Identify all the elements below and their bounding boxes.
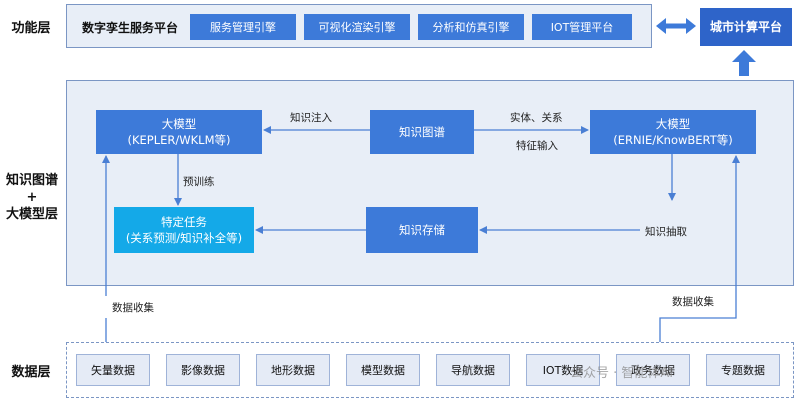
arrow-data-to-right-model [659, 155, 740, 342]
right-large-model: 大模型 (ERNIE/KnowBERT等) [590, 110, 756, 154]
label-entity-relation: 实体、关系 [510, 112, 563, 124]
left-model-title: 大模型 [161, 117, 197, 131]
engine-analysis-simulation: 分析和仿真引擎 [418, 14, 524, 40]
data-source-vector: 矢量数据 [76, 354, 150, 386]
layer-label-knowledge-plus: + [26, 190, 38, 205]
up-arrow-head [732, 50, 756, 62]
platform-title: 数字孪生服务平台 [82, 21, 179, 35]
layer-label-knowledge-line2: 大模型层 [5, 207, 58, 222]
city-computing-platform: 城市计算平台 [700, 8, 792, 46]
label-knowledge-injection: 知识注入 [290, 112, 332, 124]
task-subtitle: (关系预测/知识补全等) [125, 231, 243, 245]
knowledge-graph-node: 知识图谱 [370, 110, 474, 154]
data-source-iot: IOT数据 [526, 354, 600, 386]
data-source-terrain: 地形数据 [256, 354, 330, 386]
data-source-thematic: 专题数据 [706, 354, 780, 386]
layer-label-knowledge: 知识图谱 + 大模型层 [0, 172, 64, 223]
watermark: 公众号 · 智能体AI [570, 366, 674, 381]
up-arrow-shaft [739, 62, 749, 76]
label-knowledge-extraction: 知识抽取 [645, 226, 687, 238]
label-data-collection-right: 数据收集 [672, 296, 714, 308]
data-source-imagery: 影像数据 [166, 354, 240, 386]
knowledge-storage-node: 知识存储 [366, 207, 478, 253]
right-model-subtitle: (ERNIE/KnowBERT等) [613, 133, 733, 147]
task-title: 特定任务 [161, 215, 207, 229]
right-model-title: 大模型 [655, 117, 691, 131]
layer-label-function: 功能层 [11, 21, 51, 36]
left-model-subtitle: (KEPLER/WKLM等) [127, 133, 231, 147]
specific-task-node: 特定任务 (关系预测/知识补全等) [114, 207, 254, 253]
label-pretrain: 预训练 [183, 176, 215, 188]
label-feature-input: 特征输入 [516, 140, 558, 152]
layer-label-data: 数据层 [11, 365, 51, 380]
engine-visual-rendering: 可视化渲染引擎 [304, 14, 410, 40]
engine-service-management: 服务管理引擎 [190, 14, 296, 40]
data-source-navigation: 导航数据 [436, 354, 510, 386]
data-source-model: 模型数据 [346, 354, 420, 386]
layer-label-knowledge-line1: 知识图谱 [5, 173, 58, 188]
label-data-collection-left: 数据收集 [112, 302, 154, 314]
double-arrow-left-head [656, 18, 666, 34]
double-arrow-right-head [686, 18, 696, 34]
engine-iot-management: IOT管理平台 [532, 14, 632, 40]
left-large-model: 大模型 (KEPLER/WKLM等) [96, 110, 262, 154]
data-source-government: 政务数据 [616, 354, 690, 386]
